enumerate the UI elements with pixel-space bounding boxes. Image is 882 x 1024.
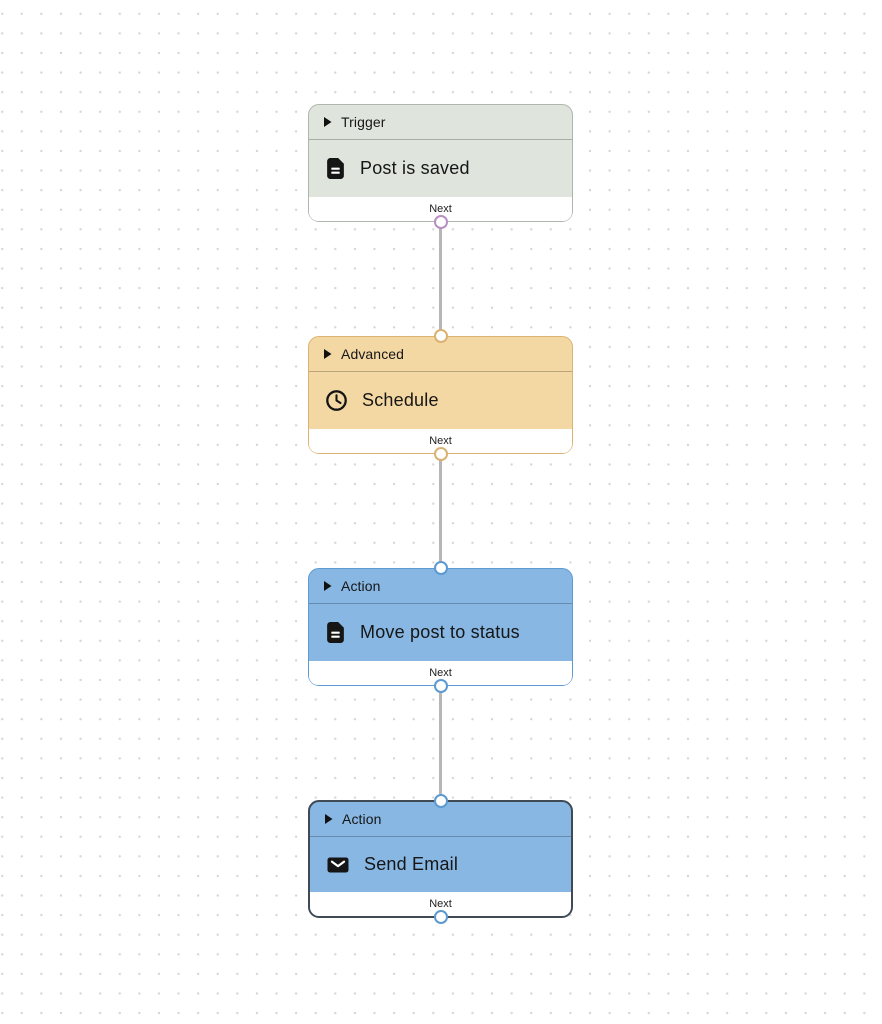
output-handle[interactable] bbox=[433, 679, 448, 693]
node-body: Move post to status bbox=[309, 604, 572, 661]
collapse-triangle-icon[interactable] bbox=[324, 814, 333, 824]
output-handle[interactable] bbox=[433, 447, 448, 461]
next-label: Next bbox=[429, 435, 452, 447]
node-header[interactable]: Action bbox=[309, 569, 572, 604]
next-label: Next bbox=[429, 203, 452, 215]
clock-icon bbox=[325, 389, 348, 412]
node-title: Send Email bbox=[364, 854, 459, 874]
workflow-node-move-post[interactable]: Action Move post to status Next bbox=[308, 561, 573, 693]
workflow-node-schedule[interactable]: Advanced Schedule Next bbox=[308, 329, 573, 461]
workflow-node-trigger[interactable]: Trigger Post is saved Next bbox=[308, 104, 573, 229]
node-title: Post is saved bbox=[360, 158, 470, 178]
collapse-triangle-icon[interactable] bbox=[323, 349, 332, 359]
mail-icon bbox=[326, 853, 350, 876]
edge-move-post-to-send-email[interactable] bbox=[439, 686, 442, 800]
document-icon bbox=[325, 621, 346, 644]
node-title: Schedule bbox=[362, 390, 439, 410]
output-handle[interactable] bbox=[433, 215, 448, 229]
node-title: Move post to status bbox=[360, 622, 520, 642]
node-header[interactable]: Trigger bbox=[309, 105, 572, 140]
node-type-label: Action bbox=[342, 811, 382, 827]
node-header[interactable]: Advanced bbox=[309, 337, 572, 372]
node-type-label: Advanced bbox=[341, 346, 405, 362]
node-body: Schedule bbox=[309, 372, 572, 429]
edge-trigger-to-schedule[interactable] bbox=[439, 222, 442, 336]
collapse-triangle-icon[interactable] bbox=[323, 581, 332, 591]
node-body: Post is saved bbox=[309, 140, 572, 197]
output-handle[interactable] bbox=[433, 910, 448, 924]
document-icon bbox=[325, 157, 346, 180]
node-type-label: Trigger bbox=[341, 114, 386, 130]
collapse-triangle-icon[interactable] bbox=[323, 117, 332, 127]
next-label: Next bbox=[429, 667, 452, 679]
node-type-label: Action bbox=[341, 578, 381, 594]
edge-schedule-to-move-post[interactable] bbox=[439, 454, 442, 568]
input-handle[interactable] bbox=[433, 561, 448, 575]
node-header[interactable]: Action bbox=[310, 802, 571, 837]
input-handle[interactable] bbox=[433, 794, 448, 808]
node-body: Send Email bbox=[310, 837, 571, 892]
input-handle[interactable] bbox=[433, 329, 448, 343]
next-label: Next bbox=[429, 898, 452, 910]
workflow-node-send-email[interactable]: Action Send Email Next bbox=[308, 794, 573, 924]
